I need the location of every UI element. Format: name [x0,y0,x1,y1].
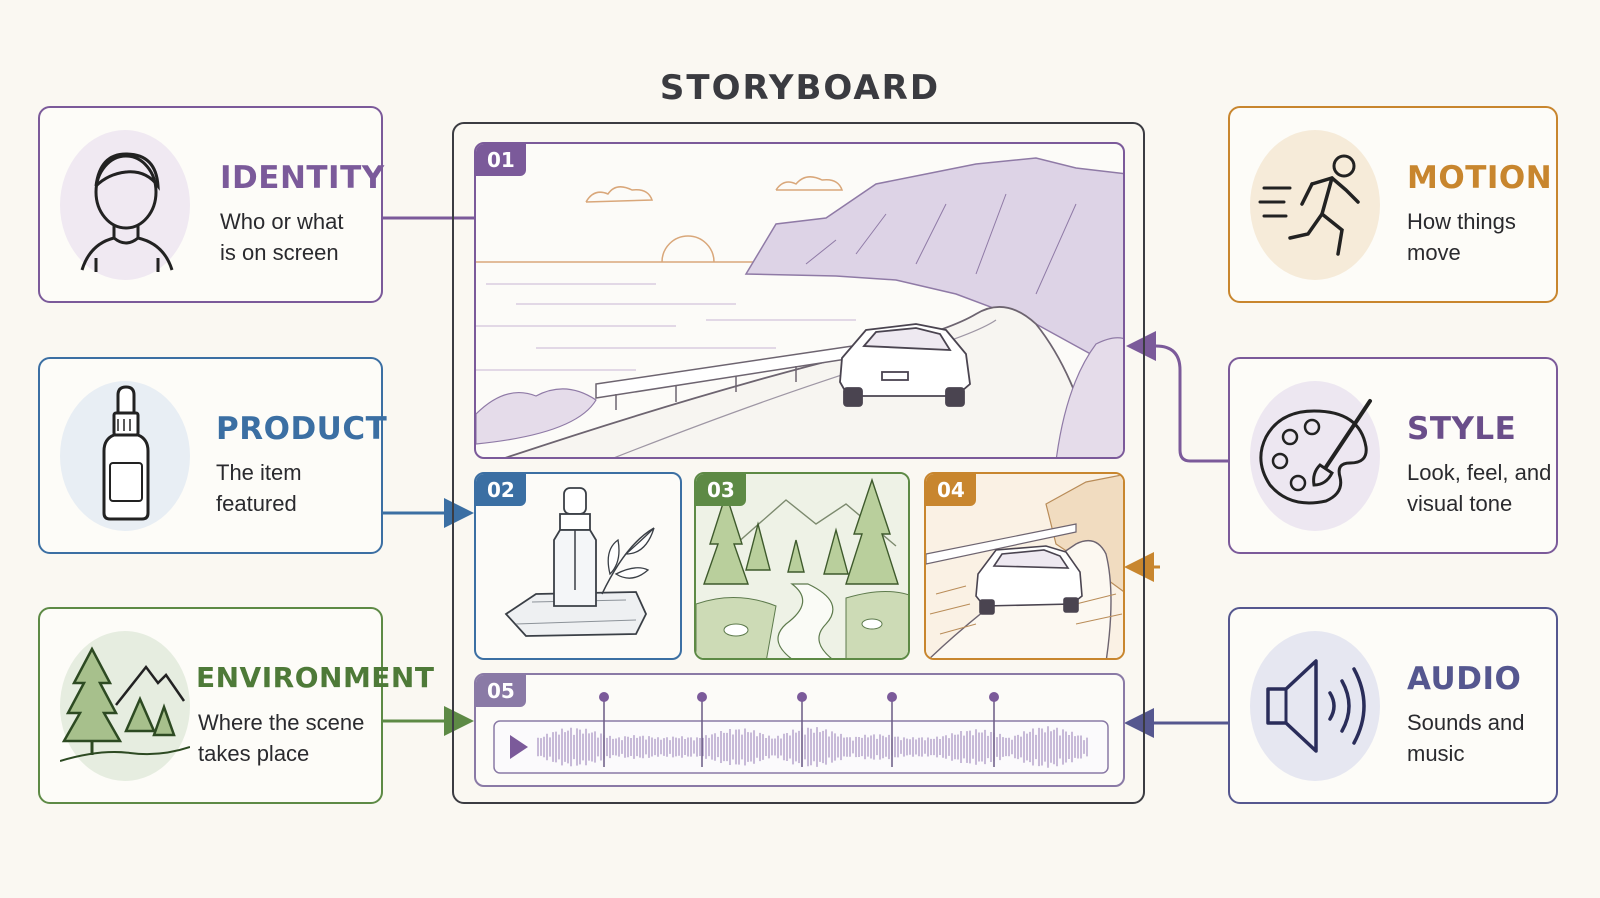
trees-mountain-icon [60,646,190,762]
storyboard-title: STORYBOARD [659,68,941,108]
environment-name: ENVIRONMENT [196,661,435,694]
panel-02: 02 [474,472,682,660]
speaker-icon [1266,659,1366,753]
panel-03: 03 [694,472,910,660]
timeline-marker-dot[interactable] [797,692,807,702]
person-icon [80,152,174,272]
dropper-bottle-icon [102,385,150,521]
motion-desc: How things move [1407,209,1516,265]
car-motion-road-illustration [926,474,1123,658]
panel-03-number: 03 [696,474,746,506]
style-icon-circle [1250,381,1380,531]
motion-name: MOTION [1407,160,1553,196]
product-icon-circle [60,381,190,531]
product-card: PRODUCT The item featured [38,357,387,554]
storyboard-frame [452,122,1145,804]
environment-desc: Where the scene takes place [198,710,365,766]
timeline-marker-dot[interactable] [887,692,897,702]
timeline-marker-dot[interactable] [599,692,609,702]
timeline-marker-dot[interactable] [697,692,707,702]
identity-desc: Who or what is on screen [220,209,344,265]
palette-brush-icon [1259,399,1372,505]
audio-icon-circle [1250,631,1380,781]
environment-card: ENVIRONMENT Where the scene takes place [38,607,434,804]
timeline-marker-dot[interactable] [989,692,999,702]
play-icon [510,735,528,759]
panel-05: 05 [474,673,1125,787]
panel-02-number: 02 [476,474,526,506]
audio-name: AUDIO [1407,661,1522,697]
audio-desc: Sounds and music [1407,710,1525,766]
product-desc: The item featured [216,460,302,516]
serum-bottle-on-rock-illustration [504,487,655,637]
motion-icon-circle [1250,130,1380,280]
identity-icon-circle [60,130,190,280]
environment-icon-circle [60,631,190,781]
panel-05-number: 05 [476,675,526,707]
coastal-road-car-illustration [476,157,1123,457]
audio-waveform [493,692,1109,774]
motion-card: MOTION How things move [1228,106,1558,303]
running-person-icon [1258,154,1360,256]
style-desc: Look, feel, and visual tone [1407,460,1552,516]
car [839,323,971,407]
panel-04: 04 [924,472,1125,660]
style-connector [1126,331,1228,463]
panel-01-number: 01 [476,144,526,176]
product-name: PRODUCT [216,411,388,447]
panel-04-number: 04 [926,474,976,506]
panel-01: 01 [474,142,1125,459]
identity-card: IDENTITY Who or what is on screen [38,106,385,303]
identity-name: IDENTITY [220,160,385,196]
style-name: STYLE [1407,411,1517,447]
audio-card: AUDIO Sounds and music [1228,607,1558,804]
style-card: STYLE Look, feel, and visual tone [1228,357,1558,554]
